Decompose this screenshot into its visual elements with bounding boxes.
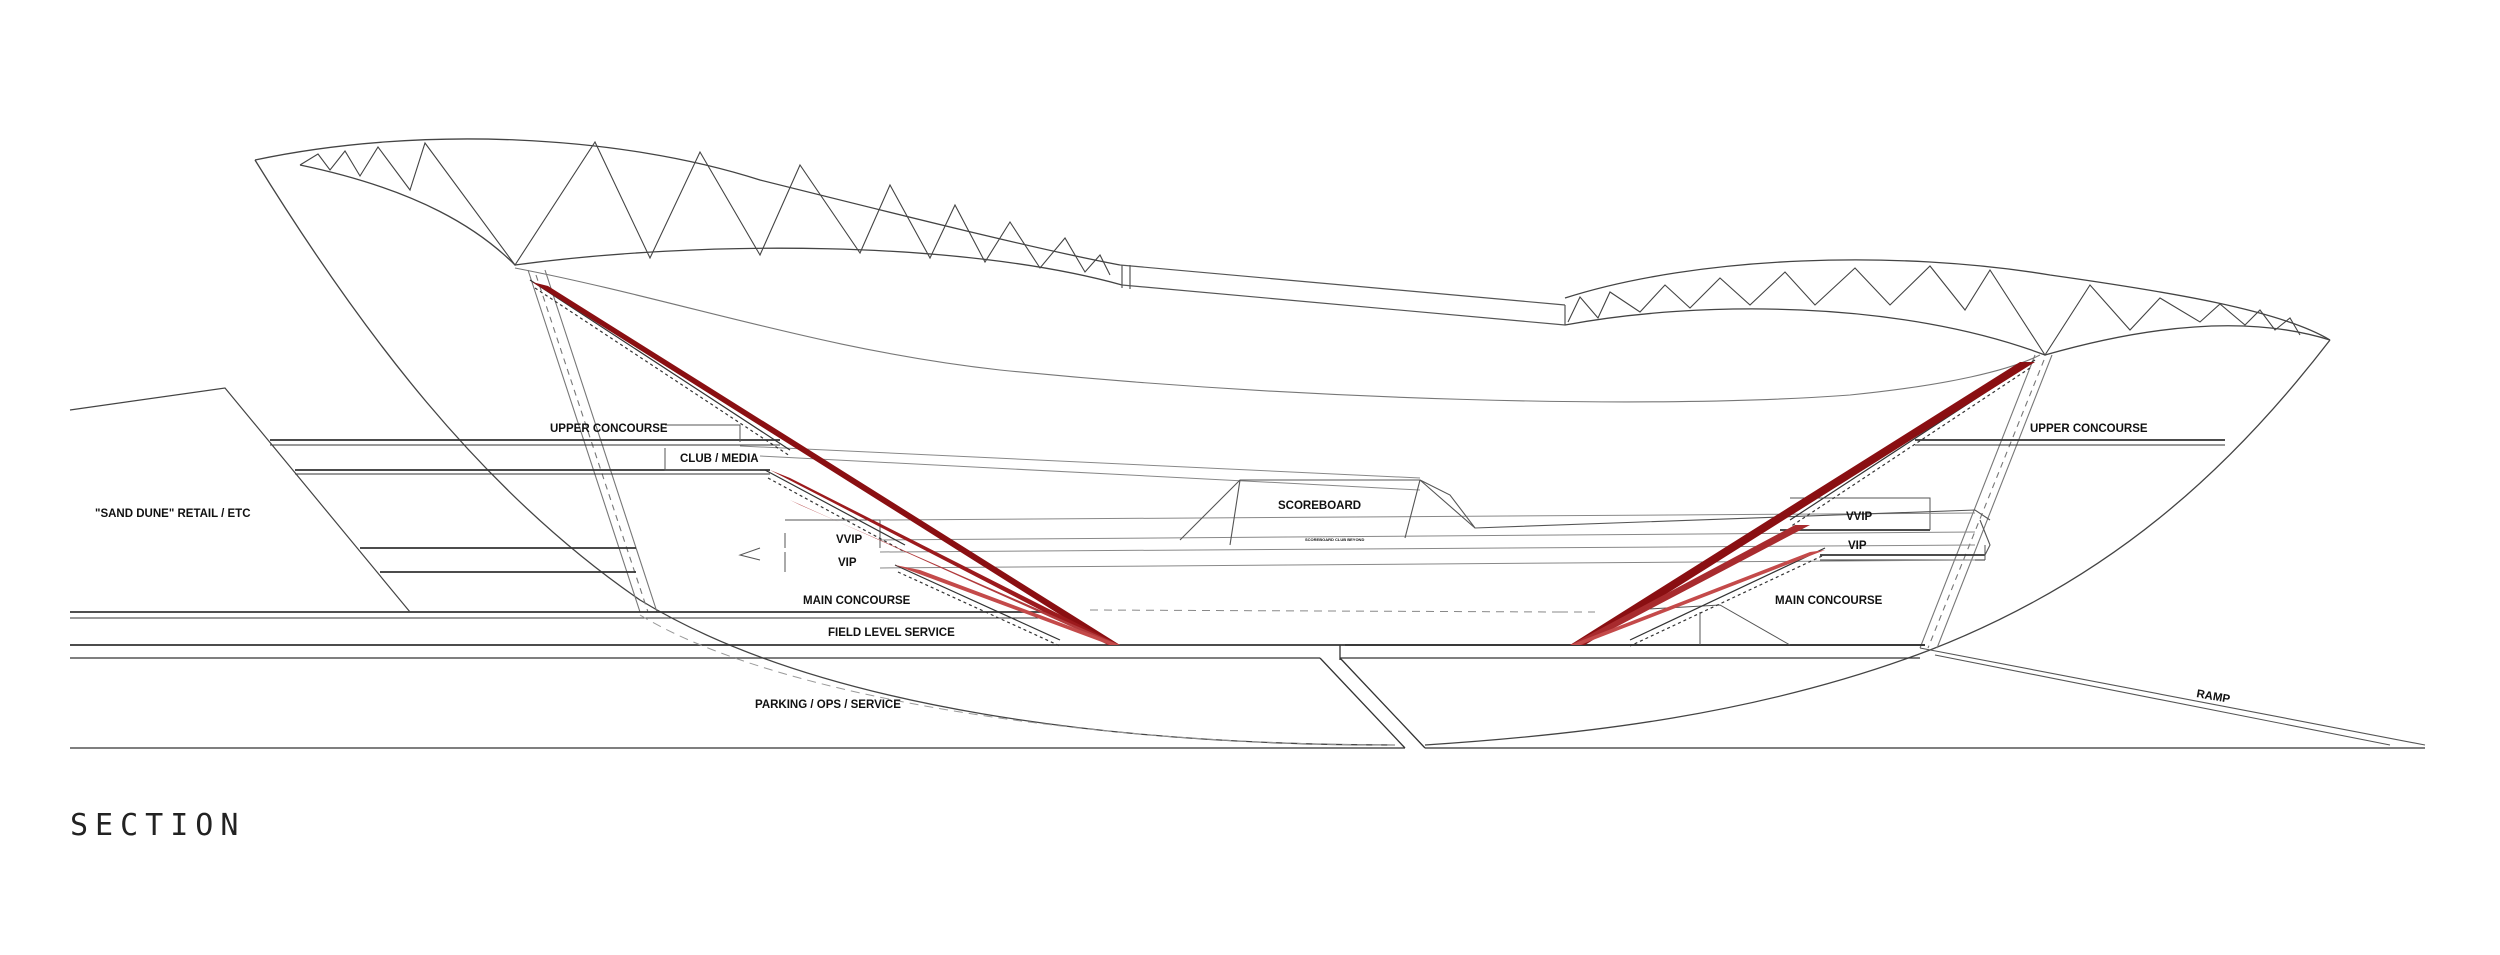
left-roof-top-chord xyxy=(254,138,1121,266)
left-column xyxy=(527,269,658,613)
scoreboard-structure xyxy=(1179,479,1991,556)
labels: UPPER CONCOURSE CLUB / MEDIA "SAND DUNE"… xyxy=(95,423,2231,711)
right-roof xyxy=(1564,259,2331,357)
outer-shell xyxy=(254,159,2331,746)
inner-roof-curve xyxy=(514,267,2041,403)
left-seating-rakes xyxy=(529,279,1061,647)
middle-roof xyxy=(1119,264,1566,326)
sightline-upper-right xyxy=(1570,362,2035,645)
left-floor-plates xyxy=(70,439,1925,659)
sightline-lower-right xyxy=(1570,550,1825,645)
ramp xyxy=(1919,647,2426,746)
sightline-lower-left xyxy=(895,565,1120,645)
label-vvip-left: VVIP xyxy=(836,534,863,546)
right-floor-plates xyxy=(1345,439,2225,646)
sightline-upper-left xyxy=(532,282,1120,645)
label-club-media: CLUB / MEDIA xyxy=(680,453,759,465)
label-sand-dune: "SAND DUNE" RETAIL / ETC xyxy=(95,508,251,520)
sightline-club-left xyxy=(770,470,1120,645)
ground-level xyxy=(70,645,2425,749)
label-vvip-right: VVIP xyxy=(1846,511,1873,523)
right-roof-bottom-chord xyxy=(1564,308,2331,356)
right-shell-curve xyxy=(1424,339,2331,746)
left-roof-bottom-chord xyxy=(299,164,1123,286)
left-roof xyxy=(254,138,1123,286)
label-scoreboard: SCOREBOARD xyxy=(1278,500,1361,512)
left-shell-curve xyxy=(254,159,1396,746)
sightlines-right xyxy=(1570,362,2035,645)
label-ramp: RAMP xyxy=(2195,688,2231,706)
right-boxes xyxy=(1629,497,1986,646)
left-truss-web xyxy=(299,140,1111,276)
drawing-title: SECTION xyxy=(70,808,246,843)
label-main-concourse-left: MAIN CONCOURSE xyxy=(803,595,911,607)
right-roof-top-chord xyxy=(1564,259,2331,341)
right-truss-web xyxy=(1567,265,2301,357)
label-vip-right: VIP xyxy=(1848,540,1867,552)
label-parking: PARKING / OPS / SERVICE xyxy=(755,699,901,711)
right-column xyxy=(1919,354,2053,649)
label-main-concourse-right: MAIN CONCOURSE xyxy=(1775,595,1883,607)
label-upper-concourse-right: UPPER CONCOURSE xyxy=(2030,423,2148,435)
sightline-vvip-right xyxy=(1570,525,1810,645)
sightlines-left xyxy=(532,282,1120,645)
label-scoreboard-note: SCOREBOARD CLUB BEYOND xyxy=(1305,537,1364,542)
sand-dune-block xyxy=(69,387,411,613)
label-upper-concourse-left: UPPER CONCOURSE xyxy=(550,423,668,435)
label-vip-left: VIP xyxy=(838,557,857,569)
label-field-level-service: FIELD LEVEL SERVICE xyxy=(828,627,955,639)
